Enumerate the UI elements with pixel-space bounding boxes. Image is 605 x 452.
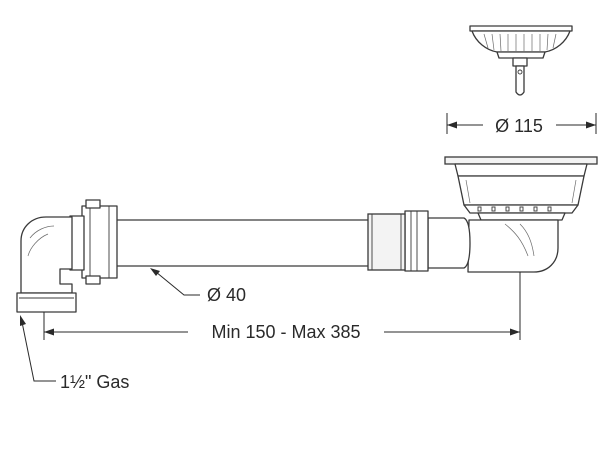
length-dimension: Min 150 - Max 385 [43, 272, 521, 342]
thread-label: 1½" Gas [60, 372, 129, 392]
pipe-diameter-label: Ø 40 [207, 285, 246, 305]
pipe-nut-assembly [69, 199, 118, 285]
sink-drain-body [444, 156, 598, 221]
outlet-elbow [16, 216, 77, 313]
thread-callout: 1½" Gas [20, 315, 129, 392]
pipe-diameter-callout: Ø 40 [150, 268, 246, 305]
basket-diameter-label: Ø 115 [495, 116, 543, 136]
basket-diameter-dimension: Ø 115 [446, 113, 597, 136]
length-range-label: Min 150 - Max 385 [211, 322, 360, 342]
horizontal-pipe [113, 210, 471, 272]
drain-elbow [467, 219, 559, 273]
strainer-basket [469, 25, 573, 96]
